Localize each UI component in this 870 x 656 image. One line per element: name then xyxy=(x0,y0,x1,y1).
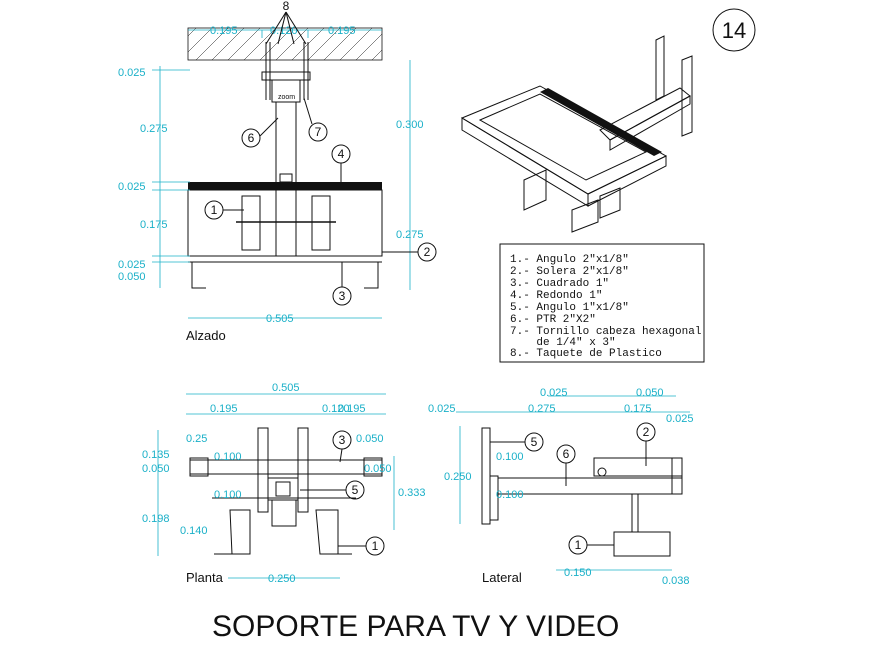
planta-dim-i4: 0.050 xyxy=(356,433,384,445)
dim-top-2: 0.120 xyxy=(270,25,298,37)
planta-dim-r1: 0.050 xyxy=(364,463,392,475)
bracket-box xyxy=(271,79,301,103)
alzado-callout-7: 7 xyxy=(315,125,322,139)
planta-dim-i2: 0.100 xyxy=(214,451,242,463)
dim-top-3: 0.195 xyxy=(328,25,356,37)
lateral-callout-2: 2 xyxy=(643,425,650,439)
lateral-arm xyxy=(497,477,683,495)
lateral-view: 0.025 0.050 0.025 0.275 0.175 0.025 0.25… xyxy=(428,387,694,587)
lateral-dim-i1: 0.100 xyxy=(496,451,524,463)
dim-right-1: 0.300 xyxy=(396,119,424,131)
lateral-dim-i2: 0.100 xyxy=(496,489,524,501)
ceiling-hatch xyxy=(187,27,383,61)
legend-item-6: 6.- PTR 2"X2" xyxy=(510,314,596,326)
alzado-callout-6: 6 xyxy=(248,131,255,145)
dim-left-4: 0.175 xyxy=(140,219,168,231)
lateral-dim-t2d: 0.025 xyxy=(666,413,694,425)
lateral-foot xyxy=(613,531,671,557)
planta-callout-5: 5 xyxy=(352,483,359,497)
lateral-callout-1: 1 xyxy=(575,538,582,552)
ceiling-slab xyxy=(187,27,383,61)
drawing-title: SOPORTE PARA TV Y VIDEO xyxy=(212,610,619,643)
lateral-dim-t1a: 0.025 xyxy=(540,387,568,399)
planta-dim-l2: 0.050 xyxy=(142,463,170,475)
lateral-dim-l1: 0.250 xyxy=(444,471,472,483)
alzado-view: 0.195 0.120 0.195 8 zoom 0.025 xyxy=(118,0,437,343)
dim-left-5: 0.025 xyxy=(118,259,146,271)
dim-left-1: 0.025 xyxy=(118,67,146,79)
planta-dim-l4: 0.140 xyxy=(180,525,208,537)
dim-left-2: 0.275 xyxy=(140,123,168,135)
frame-body xyxy=(187,189,383,257)
lateral-wall-plate xyxy=(481,427,491,525)
ceiling-bracket xyxy=(261,71,311,81)
dim-bottom: 0.505 xyxy=(266,313,294,325)
lateral-dim-t2a: 0.025 xyxy=(428,403,456,415)
dim-left-6: 0.050 xyxy=(118,271,146,283)
alzado-callout-3: 3 xyxy=(339,289,346,303)
dim-top-1: 0.195 xyxy=(210,25,238,37)
planta-dim-l1: 0.135 xyxy=(142,449,170,461)
alzado-callout-4: 4 xyxy=(338,147,345,161)
isometric-view: 14 xyxy=(460,8,756,233)
planta-callout-1: 1 xyxy=(372,539,379,553)
legend-box: 1.- Angulo 2"x1/8" 2.- Solera 2"x1/8" 3.… xyxy=(499,243,705,363)
planta-callout-3: 3 xyxy=(339,433,346,447)
planta-view: 0.505 0.195 0.120 0.195 0.135 0.050 0.19… xyxy=(142,382,426,585)
legend-item-1: 1.- Angulo 2"x1/8" xyxy=(510,254,629,266)
lateral-dim-b2: 0.038 xyxy=(662,575,690,587)
lateral-dim-t2c: 0.175 xyxy=(624,403,652,415)
planta-dim-l3: 0.198 xyxy=(142,513,170,525)
planta-dim-t2c: 0.195 xyxy=(338,403,366,415)
planta-dim-i3: 0.100 xyxy=(214,489,242,501)
lateral-callout-6: 6 xyxy=(563,447,570,461)
alzado-callout-2: 2 xyxy=(424,245,431,259)
dim-left-3: 0.025 xyxy=(118,181,146,193)
top-bar xyxy=(188,182,382,190)
sheet-number-circle xyxy=(712,8,756,52)
legend-item-7: 7.- Tornillo cabeza hexagonal xyxy=(510,326,701,338)
legend-item-3: 3.- Cuadrado 1" xyxy=(510,278,609,290)
alzado-label: Alzado xyxy=(186,328,226,343)
planta-dim-i1: 0.25 xyxy=(186,433,207,445)
legend-item-4: 4.- Redondo 1" xyxy=(510,290,602,302)
anchor-screws xyxy=(265,42,309,100)
lateral-dim-t1b: 0.050 xyxy=(636,387,664,399)
alzado-callout-1: 1 xyxy=(211,203,218,217)
planta-dim-t2a: 0.195 xyxy=(210,403,238,415)
planta-dim-r2: 0.333 xyxy=(398,487,426,499)
planta-dim-t2b: 0.120 xyxy=(322,403,350,415)
zoom-tag: zoom xyxy=(278,94,295,101)
left-plate xyxy=(241,195,261,251)
callout-8: 8 xyxy=(283,0,290,13)
lateral-label: Lateral xyxy=(482,570,522,585)
planta-label: Planta xyxy=(186,570,224,585)
dim-right-2: 0.275 xyxy=(396,229,424,241)
legend-item-8: 8.- Taquete de Plastico xyxy=(510,348,662,360)
right-plate xyxy=(311,195,331,251)
lateral-dim-b1: 0.150 xyxy=(564,567,592,579)
legend-item-7b: de 1/4" x 3" xyxy=(510,337,616,349)
sheet-number: 14 xyxy=(722,18,746,43)
legend-item-5: 5.- Angulo 1"x1/8" xyxy=(510,302,629,314)
lateral-callout-5: 5 xyxy=(531,435,538,449)
lateral-dim-t2b: 0.275 xyxy=(528,403,556,415)
planta-dim-bottom: 0.250 xyxy=(268,573,296,585)
planta-dim-top: 0.505 xyxy=(272,382,300,394)
legend-item-2: 2.- Solera 2"x1/8" xyxy=(510,266,629,278)
